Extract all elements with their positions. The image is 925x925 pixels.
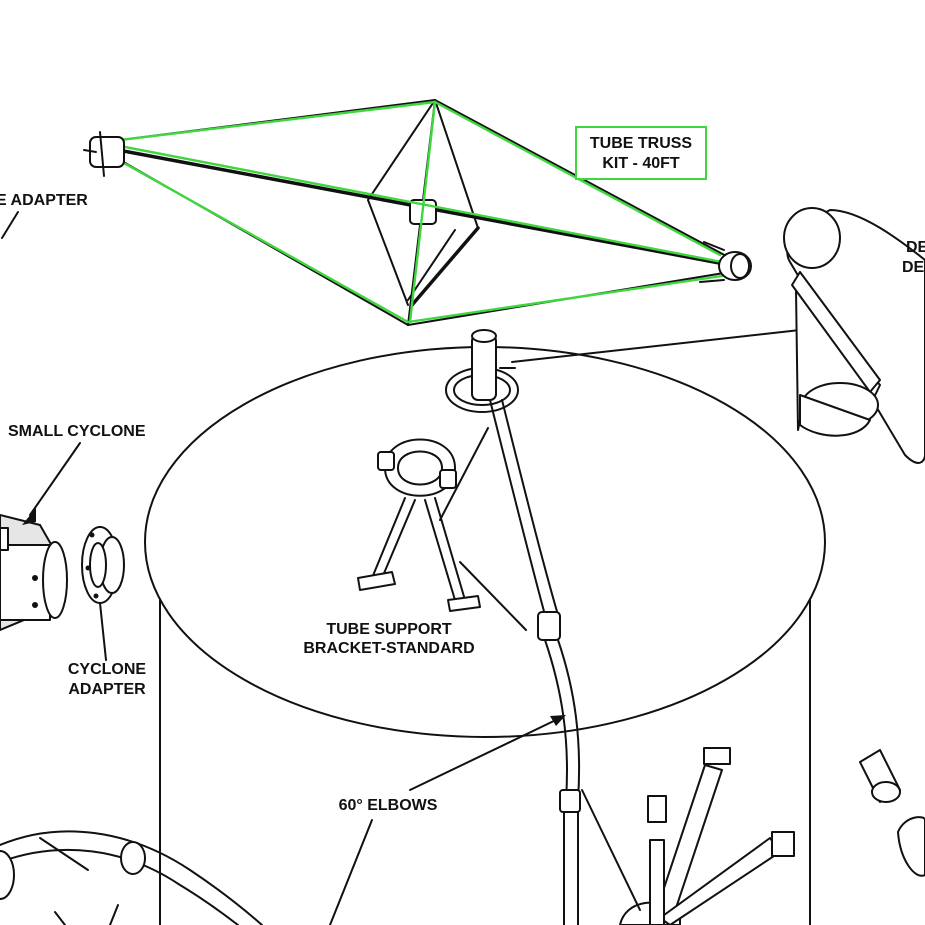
bottom-spreader[interactable] <box>581 747 795 925</box>
small-cyclone-leader <box>29 442 81 516</box>
cyclone-adapter-label-line2: ADAPTER <box>68 681 146 698</box>
small-cyclone[interactable] <box>0 513 68 632</box>
tube-support-label-line2: BRACKET-STANDARD <box>303 640 474 657</box>
truss-end-cap-left <box>83 131 125 177</box>
bottom-left-tube[interactable] <box>0 830 263 925</box>
cyclone-adapter-leader <box>99 602 107 661</box>
adapter-label: E ADAPTER <box>0 192 88 209</box>
cyclone-adapter[interactable] <box>81 526 125 604</box>
tube-truss-label-line2: KIT - 40FT <box>602 155 680 172</box>
tube-truss-label-line1: TUBE TRUSS <box>590 135 693 152</box>
center-tube-assembly[interactable] <box>445 329 801 925</box>
truss-end-cap-right <box>699 241 752 283</box>
tube-truss-label: TUBE TRUSS KIT - 40FT <box>575 126 707 180</box>
small-cyclone-label: SMALL CYCLONE <box>8 423 146 440</box>
right-label-line2: DE <box>902 259 925 276</box>
adapter-leader <box>1 211 19 239</box>
cyclone-adapter-label-line1: CYCLONE <box>68 661 147 678</box>
right-label-line1: DE <box>906 239 925 256</box>
tube-truss-kit[interactable] <box>83 99 752 326</box>
elbows-leader-lower <box>329 819 373 925</box>
right-loose-parts[interactable] <box>859 749 925 877</box>
elbows-label: 60° ELBOWS <box>339 797 438 814</box>
right-distributor[interactable] <box>783 207 925 464</box>
elbows-leader-upper <box>409 717 561 791</box>
tube-support-bracket[interactable] <box>357 427 527 631</box>
tube-support-label-line1: TUBE SUPPORT <box>326 621 452 638</box>
